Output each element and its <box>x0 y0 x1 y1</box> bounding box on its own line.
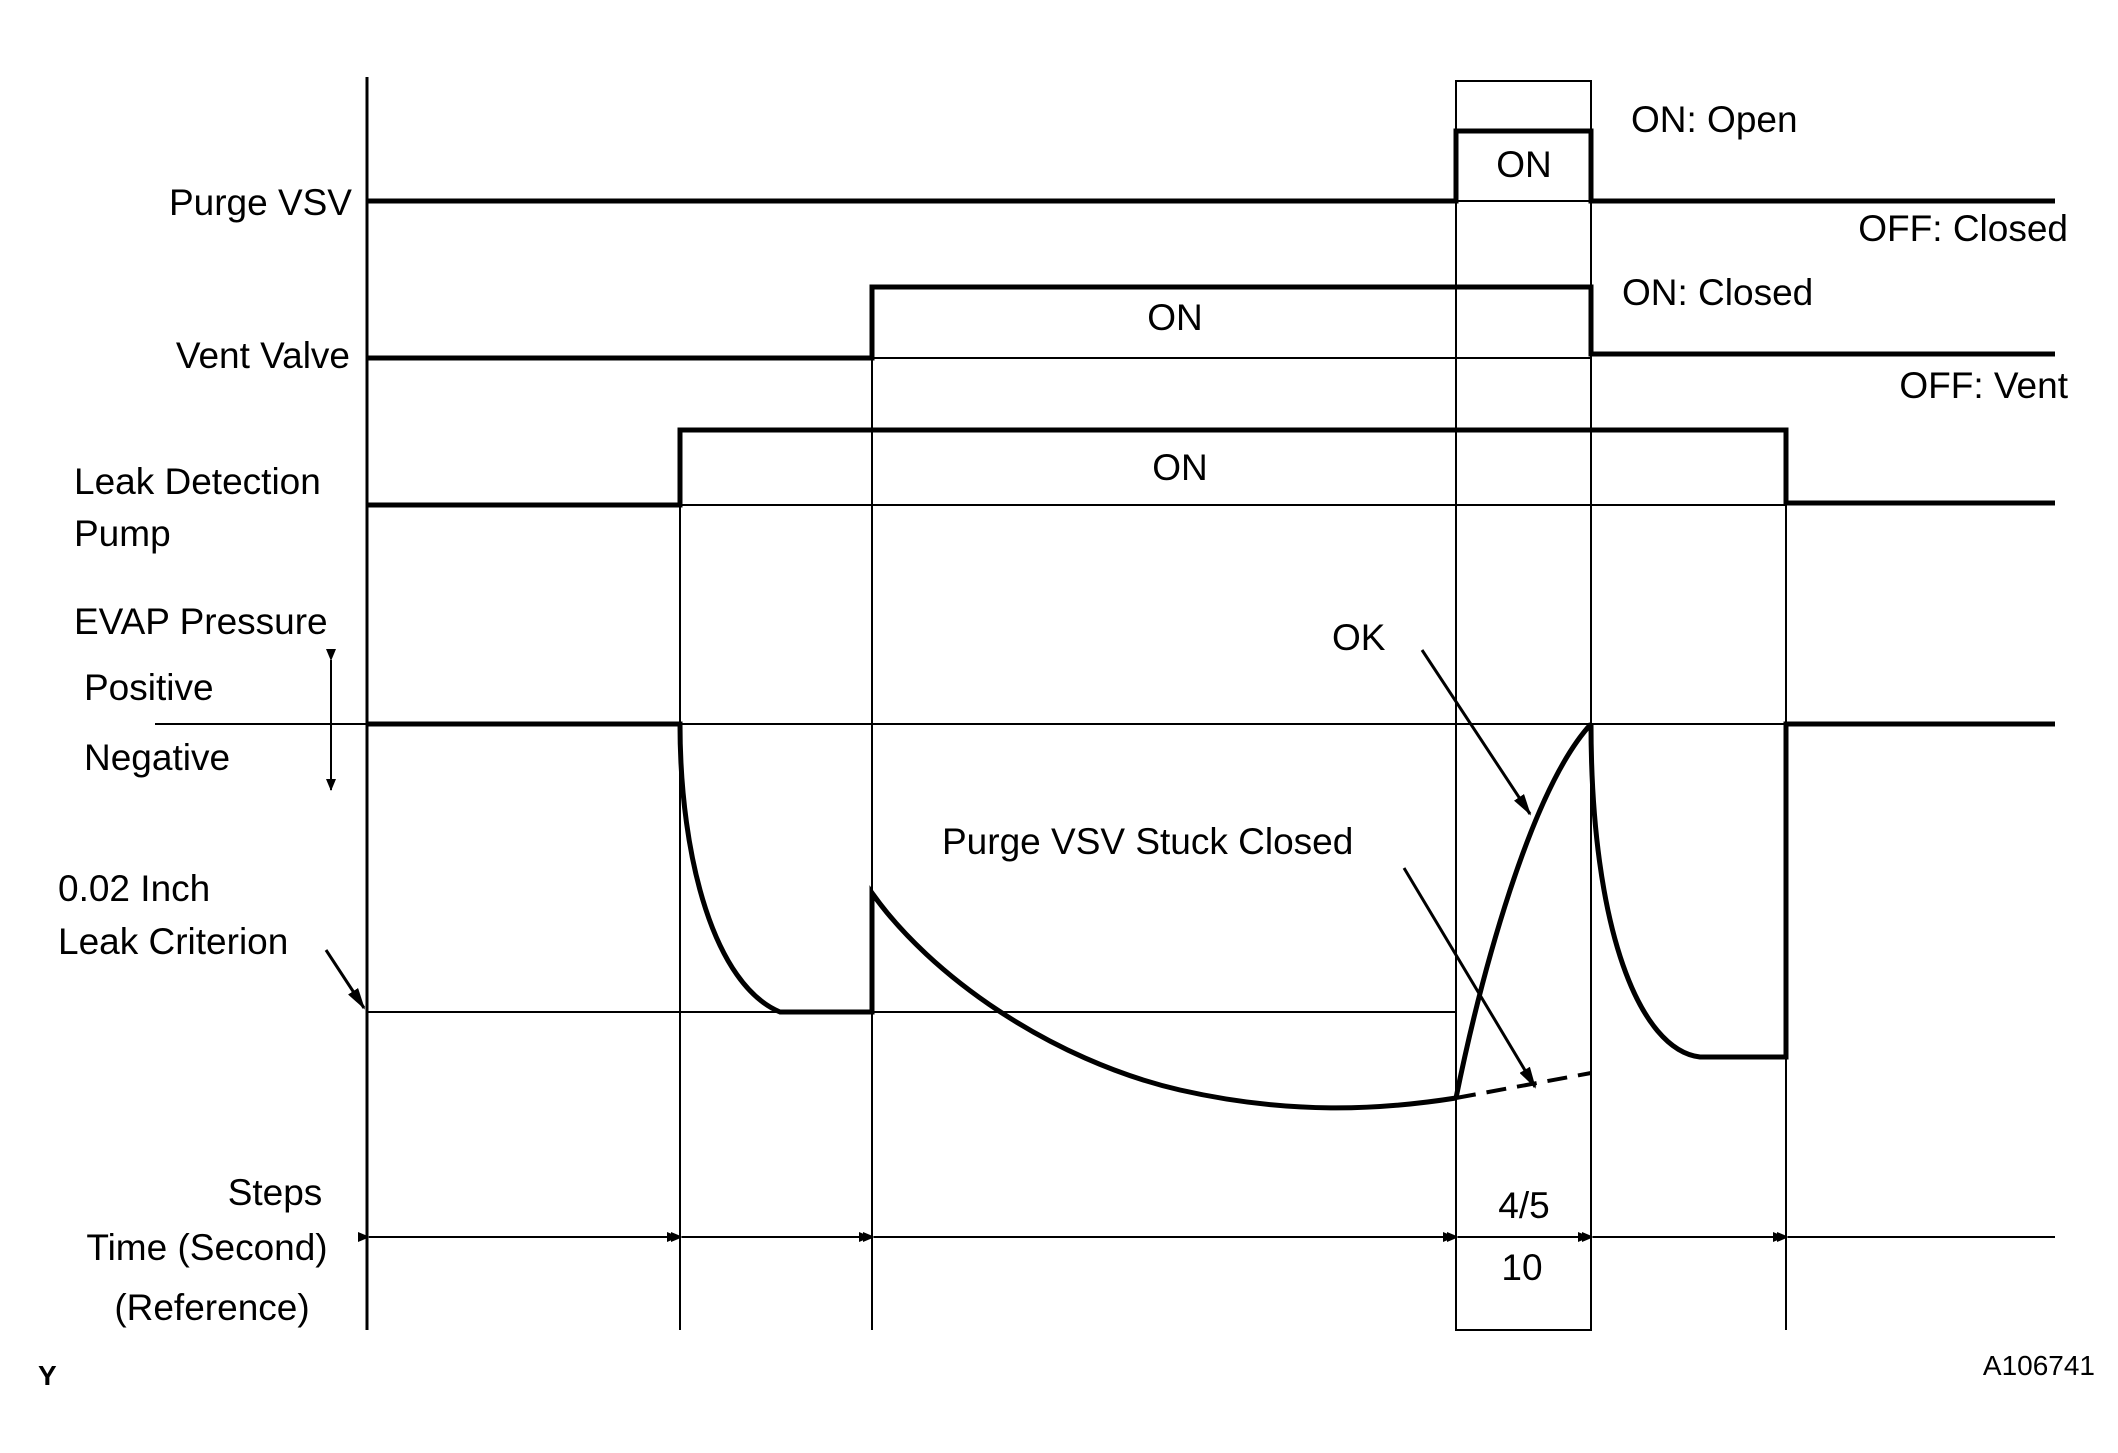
criterion-label-line1: 0.02 Inch <box>58 868 210 909</box>
vent-valve-signal <box>367 284 2055 361</box>
criterion-label-line2: Leak Criterion <box>58 921 288 962</box>
ok-arrow <box>1420 649 1532 816</box>
vent-valve-waveform <box>367 284 2055 361</box>
ok-annotation: OK <box>1332 617 1386 658</box>
pump-waveform <box>367 427 2055 508</box>
stuck-closed-pressure-curve <box>1455 1071 1592 1100</box>
vent-valve-label: Vent Valve <box>176 335 350 376</box>
positive-label: Positive <box>84 667 214 708</box>
purge-on-label: ON <box>1496 144 1552 185</box>
purge-vsv-label: Purge VSV <box>169 182 352 223</box>
pressure-waveform <box>367 721 1457 1111</box>
pump-on-label: ON <box>1152 447 1208 488</box>
purge-vsv-signal <box>367 128 2055 204</box>
negative-label: Negative <box>84 737 230 778</box>
pump-label-line2: Pump <box>74 513 171 554</box>
purge-on-meaning: ON: Open <box>1631 99 1798 140</box>
evap-pressure-signal <box>155 649 2055 1111</box>
time-boundaries <box>365 77 1787 1331</box>
vent-on-label: ON <box>1147 297 1203 338</box>
evap-pressure-label: EVAP Pressure <box>74 601 328 642</box>
figure-code: A106741 <box>1983 1350 2095 1381</box>
leak-criterion-arrow <box>324 949 366 1010</box>
pump-signal <box>367 427 2055 508</box>
vent-off-meaning: OFF: Vent <box>1899 365 2068 406</box>
stuck-closed-arrow <box>1402 867 1537 1089</box>
annotation-arrows <box>324 649 1537 1089</box>
step-time: 10 <box>1501 1247 1542 1288</box>
step-number: 4/5 <box>1498 1185 1549 1226</box>
corner-mark: Y <box>38 1360 57 1391</box>
step-4-5-window <box>1455 80 1592 1331</box>
purge-vsv-waveform <box>367 128 2055 204</box>
purge-off-meaning: OFF: Closed <box>1858 208 2068 249</box>
time-label: Time (Second) <box>86 1227 327 1268</box>
reference-label: (Reference) <box>114 1287 309 1328</box>
stuck-closed-annotation: Purge VSV Stuck Closed <box>942 821 1353 862</box>
steps-label: Steps <box>228 1172 323 1213</box>
pressure-recovery-curve <box>1588 721 2055 1060</box>
ok-pressure-curve <box>1453 722 1593 1099</box>
vent-on-meaning: ON: Closed <box>1622 272 1813 313</box>
pump-label-line1: Leak Detection <box>74 461 321 502</box>
